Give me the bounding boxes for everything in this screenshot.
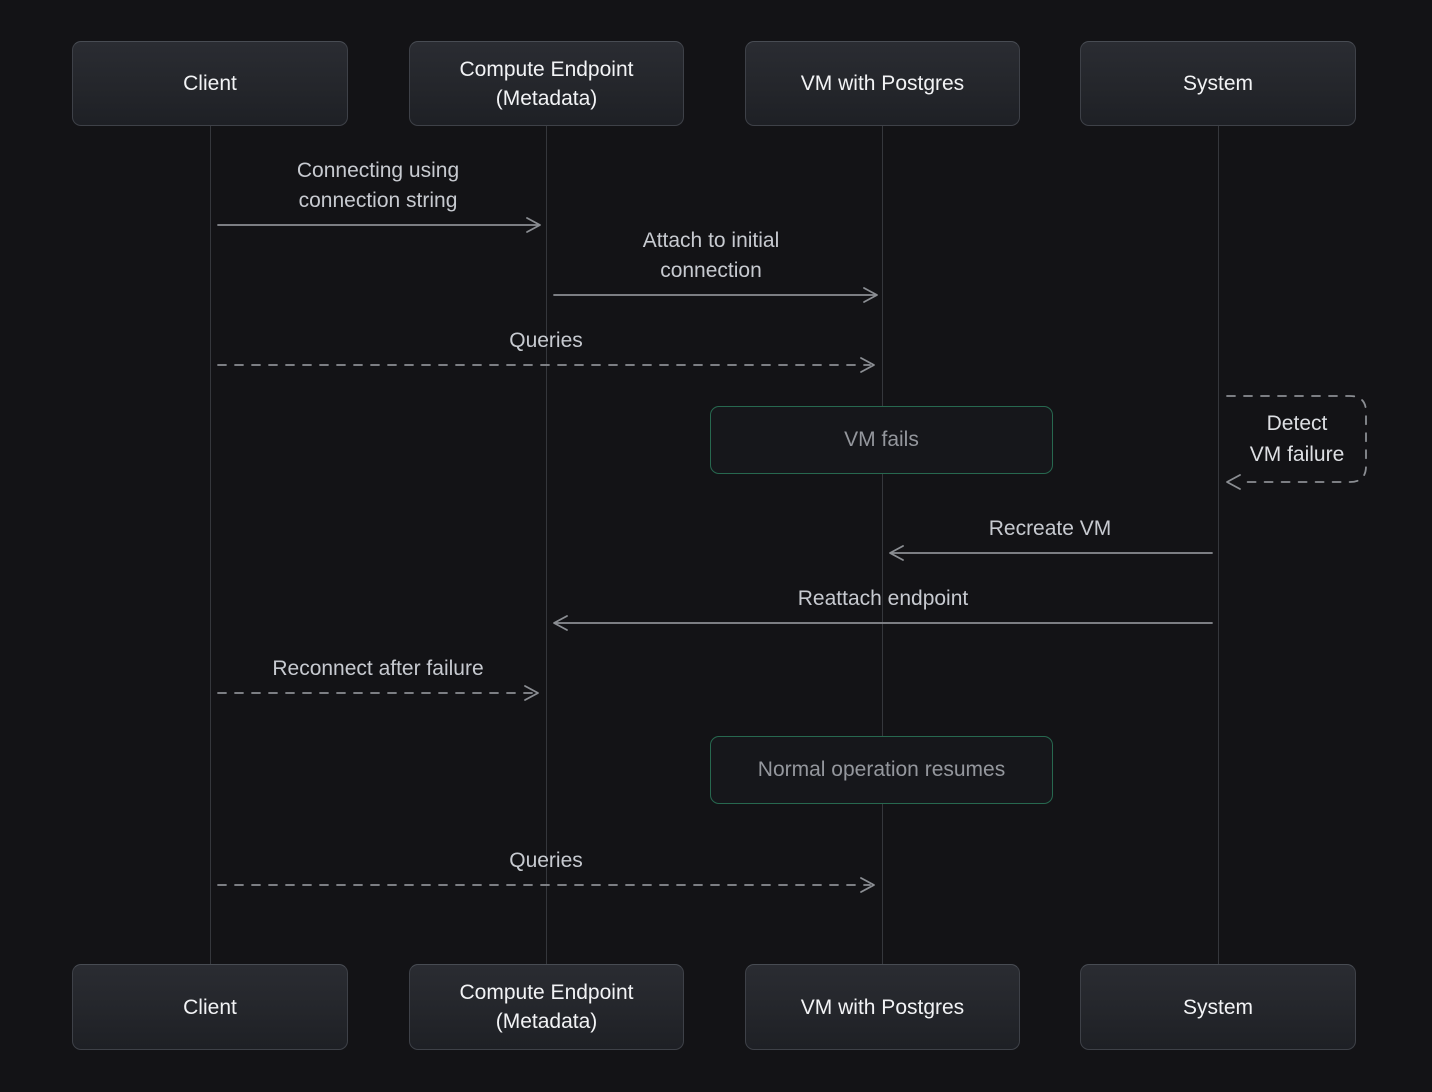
actor-box-client-top: Client [72, 41, 348, 126]
arrow-connecting [217, 217, 541, 233]
self-message-outline [1226, 395, 1367, 490]
arrow-reattach-endpoint [553, 615, 1213, 631]
actor-box-vm-postgres-bottom: VM with Postgres [745, 964, 1020, 1050]
self-message-label-detect-vm-failure: Detect VM failure [1249, 412, 1345, 466]
arrow-attach-initial [553, 287, 878, 303]
message-label-reattach-endpoint: Reattach endpoint [797, 587, 969, 610]
arrow-queries-1 [217, 357, 875, 373]
actor-box-compute-endpoint-bottom: Compute Endpoint (Metadata) [409, 964, 684, 1050]
note-normal-operation: Normal operation resumes [710, 736, 1053, 804]
actor-box-system-top: System [1080, 41, 1356, 126]
message-label-connecting: Connecting using connection string [296, 159, 460, 212]
actor-box-compute-endpoint-top: Compute Endpoint (Metadata) [409, 41, 684, 126]
actor-box-client-bottom: Client [72, 964, 348, 1050]
message-label-recreate-vm: Recreate VM [988, 517, 1112, 540]
lifeline-client [210, 126, 211, 964]
message-label-queries-2: Queries [509, 849, 583, 872]
arrow-recreate-vm [889, 545, 1213, 561]
lifeline-compute-endpoint [546, 126, 547, 964]
message-label-reconnect: Reconnect after failure [272, 657, 484, 680]
lifeline-vm-postgres [882, 126, 883, 964]
actor-box-system-bottom: System [1080, 964, 1356, 1050]
actor-box-vm-postgres-top: VM with Postgres [745, 41, 1020, 126]
message-label-attach-initial: Attach to initial connection [642, 229, 780, 282]
lifeline-system [1218, 126, 1219, 964]
note-vm-fails: VM fails [710, 406, 1053, 474]
message-label-queries-1: Queries [509, 329, 583, 352]
arrow-queries-2 [217, 877, 875, 893]
arrow-reconnect [217, 685, 539, 701]
